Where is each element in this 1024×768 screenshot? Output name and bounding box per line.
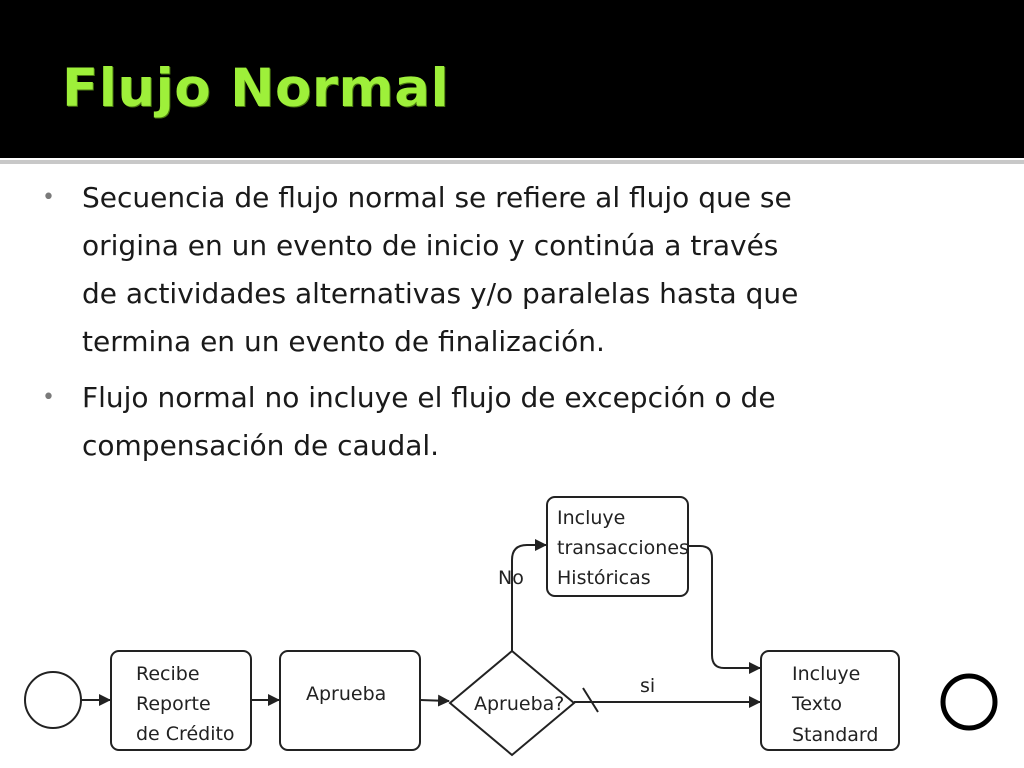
bullet-text-line: termina en un evento de finalización. — [82, 325, 605, 358]
bullet-marker: • — [42, 385, 55, 410]
bullet-text-line: Flujo normal no incluye el flujo de exce… — [82, 381, 776, 414]
task-incluye-standard — [760, 650, 900, 751]
end-event — [940, 673, 998, 731]
bullet-text-line: Secuencia de flujo normal se refiere al … — [82, 181, 792, 214]
title-bar — [0, 0, 1024, 158]
default-flow-slash — [582, 687, 599, 713]
bullet-text-line: compensación de caudal. — [82, 429, 440, 462]
bullet-list: • Secuencia de flujo normal se refiere a… — [40, 174, 940, 478]
task-recibe-line: Recibe — [136, 663, 200, 685]
task-historicas-line: Históricas — [557, 567, 651, 589]
gateway-label: Aprueba? — [474, 693, 564, 715]
start-event — [24, 671, 82, 729]
bullet-text-line: origina en un evento de inicio y continú… — [82, 229, 779, 262]
edge-label-si: si — [640, 675, 655, 697]
title-divider — [0, 160, 1024, 164]
gateway-aprueba — [448, 649, 576, 757]
task-aprueba-label: Aprueba — [306, 683, 386, 705]
task-standard-line: Standard — [792, 724, 878, 746]
flow-historicas-to-standard — [688, 545, 761, 674]
task-historicas-line: Incluye — [557, 507, 625, 529]
edge-label-no: No — [498, 567, 524, 589]
flow-aprueba-to-gateway — [419, 694, 450, 707]
task-standard-label: Incluye Texto Standard — [791, 663, 878, 746]
slide-title: Flujo Normal — [62, 58, 450, 119]
flow-gateway-no — [511, 539, 547, 651]
task-historicas-label: Incluye transacciones Históricas — [557, 507, 695, 589]
task-recibe-label: Recibe Reporte de Crédito — [136, 663, 235, 745]
task-standard-line: Incluye — [792, 663, 860, 685]
task-recibe-line: Reporte — [136, 693, 211, 715]
bullet-item: • Flujo normal no incluye el flujo de ex… — [40, 374, 940, 470]
task-standard-line: Texto — [791, 693, 842, 715]
bullet-marker: • — [42, 185, 55, 210]
task-historicas-line: transacciones — [557, 537, 689, 559]
task-recibe-line: de Crédito — [136, 723, 235, 745]
bullet-item: • Secuencia de flujo normal se refiere a… — [40, 174, 940, 366]
bullet-text-line: de actividades alternativas y/o paralela… — [82, 277, 799, 310]
